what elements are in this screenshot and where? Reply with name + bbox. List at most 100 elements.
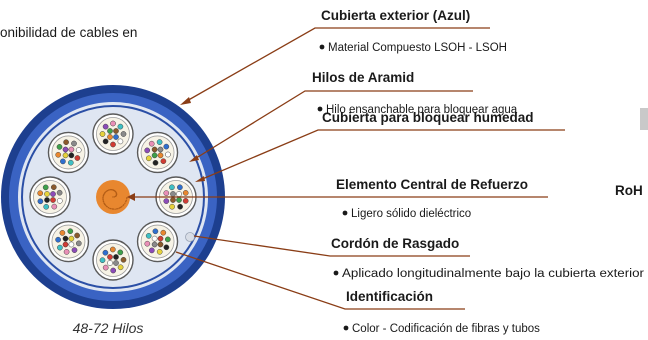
fiber (42, 184, 49, 191)
fiber (67, 228, 74, 235)
fiber (59, 230, 66, 236)
fiber (157, 235, 164, 242)
fiber (160, 158, 167, 165)
fiber (182, 198, 189, 204)
fiber (50, 191, 56, 197)
leader-arrow-jacket (180, 97, 191, 105)
fiber (144, 147, 151, 154)
fiber (68, 235, 75, 242)
fiber (110, 120, 116, 127)
fiber (68, 152, 75, 159)
label-title: Cordón de Rasgado (331, 236, 459, 251)
fiber (113, 134, 119, 140)
fiber (107, 128, 113, 134)
fiber (117, 249, 124, 256)
fiber (148, 247, 155, 254)
buffer-tube (47, 131, 90, 174)
fiber (165, 151, 171, 158)
fiber (55, 151, 62, 158)
fiber (157, 241, 164, 248)
fiber (102, 138, 109, 145)
fiber (68, 241, 75, 248)
leader-arrow-aramid (189, 155, 199, 162)
fiber (151, 152, 158, 159)
fiber (110, 267, 117, 274)
fiber (177, 203, 183, 210)
rohs-text: RoH (615, 183, 643, 198)
fiber (152, 228, 159, 235)
fiber (145, 155, 152, 162)
fiber (152, 159, 159, 166)
buffer-tube (136, 131, 179, 174)
cable-caption: 48-72 Hilos (73, 320, 144, 336)
fiber (107, 134, 113, 140)
buffer-tube (92, 239, 134, 281)
fiber (109, 246, 116, 253)
leader-line-jacket (184, 27, 490, 103)
fiber (107, 254, 113, 260)
fiber (75, 147, 82, 153)
label-title: Elemento Central de Refuerzo (336, 177, 528, 192)
fiber (62, 146, 69, 153)
fiber (60, 158, 66, 165)
label-desc: Material Compuesto LSOH - LSOH (328, 42, 507, 54)
leader-line-aramid (192, 90, 473, 161)
bullet-icon (319, 44, 325, 50)
fiber (176, 191, 182, 197)
label-ripcord: Cordón de Rasgado Aplicado longitudinalm… (331, 236, 644, 280)
fiber (57, 244, 63, 251)
fiber (157, 146, 164, 153)
fiber (107, 260, 113, 266)
central-strength-member (96, 180, 130, 214)
fiber (163, 244, 170, 251)
fiber (120, 131, 127, 137)
fiber (156, 248, 163, 255)
buffer-tube (47, 220, 90, 263)
leader-line-ripcord (193, 235, 470, 257)
fiber (163, 198, 170, 204)
fiber (44, 197, 50, 203)
fiber (74, 155, 81, 161)
label-title: Identificación (346, 289, 433, 304)
fiber (102, 123, 109, 130)
fiber (102, 249, 109, 256)
fiber (71, 247, 78, 253)
fiber (56, 189, 63, 196)
fiber (164, 236, 171, 243)
ripcord (185, 232, 195, 242)
leader-lines (127, 27, 565, 310)
leader-line-identification (175, 251, 465, 310)
fiber (63, 249, 70, 255)
fiber (113, 260, 119, 266)
fiber (43, 203, 50, 210)
label-desc: Color - Codificación de fibras y tubos (352, 323, 540, 335)
label-outer-jacket: Cubierta exterior (Azul) Material Compue… (319, 8, 507, 54)
buffer-tube (92, 113, 134, 155)
label-title: Cubierta exterior (Azul) (321, 8, 470, 23)
fiber (62, 235, 69, 242)
fiber (113, 128, 119, 134)
label-moisture-barrier: Cubierta para bloquear humedad (322, 110, 534, 125)
label-desc: Hilo ensanchable para bloquear agua (326, 104, 518, 116)
label-aramid: Hilos de Aramid Hilo ensanchable para bl… (312, 70, 518, 116)
fiber (176, 197, 182, 203)
fiber (151, 235, 158, 242)
fiber (117, 138, 124, 145)
fiber (117, 123, 124, 130)
bullet-icon (342, 210, 348, 216)
label-desc: Ligero sólido dieléctrico (351, 208, 471, 220)
bullet-icon (343, 325, 349, 331)
fiber (170, 197, 176, 203)
fiber (151, 241, 158, 248)
fiber (55, 236, 61, 243)
fiber (68, 146, 75, 153)
fiber (63, 139, 69, 146)
fiber (110, 141, 116, 148)
buffer-tubes (29, 113, 197, 281)
fiber (71, 140, 77, 147)
fiber (113, 254, 119, 260)
fiber (37, 198, 44, 205)
label-central-strength-member: Elemento Central de Refuerzo Ligero sóli… (336, 177, 528, 220)
leader-arrow-moisture (195, 176, 205, 182)
fiber (145, 232, 152, 239)
